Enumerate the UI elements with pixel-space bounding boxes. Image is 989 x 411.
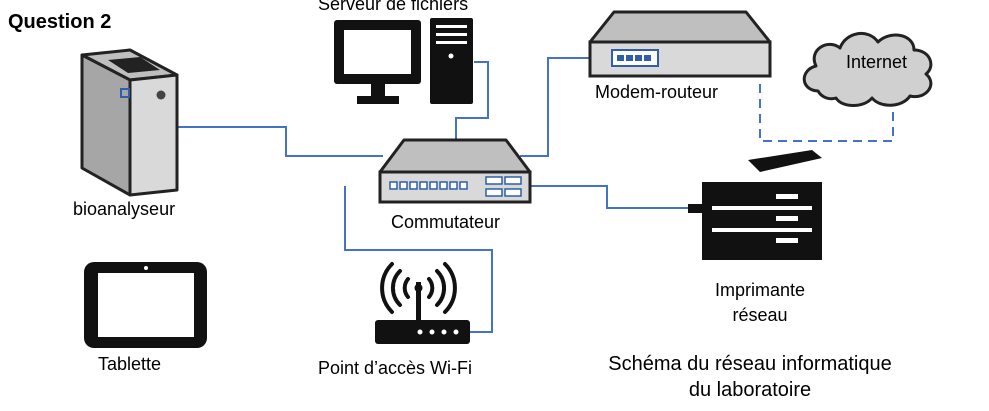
link-bioanalyzer-switch bbox=[175, 126, 383, 157]
switch-icon bbox=[378, 138, 532, 204]
link-server-switch bbox=[455, 61, 489, 140]
bioanalyzer-label: bioanalyseur bbox=[73, 199, 176, 219]
link-switch-router bbox=[520, 57, 592, 157]
caption-line-1: Schéma du réseau informatique bbox=[608, 353, 892, 375]
network-links bbox=[175, 57, 894, 333]
file-server-icon bbox=[334, 18, 473, 104]
link-router-internet bbox=[759, 84, 894, 142]
wifi-access-point-label: Point d’accès Wi-Fi bbox=[318, 358, 473, 378]
internet-label: Internet bbox=[846, 52, 908, 72]
printer-label-line2: réseau bbox=[732, 305, 788, 325]
switch-label: Commutateur bbox=[391, 212, 501, 232]
diagram-caption: Schéma du réseau informatique du laborat… bbox=[570, 351, 930, 403]
caption-line-2: du laboratoire bbox=[688, 379, 812, 401]
printer-label-line1: Imprimante bbox=[714, 280, 806, 300]
modem-router-label: Modem-routeur bbox=[595, 82, 719, 102]
link-switch-wifi bbox=[344, 186, 493, 333]
link-switch-printer bbox=[530, 185, 688, 209]
file-server-label: Serveur de fichiers bbox=[318, 0, 469, 14]
bioanalyzer-icon bbox=[80, 48, 179, 197]
internet-cloud-icon bbox=[802, 32, 933, 107]
tablet-label: Tablette bbox=[98, 354, 162, 374]
wifi-access-point-icon bbox=[375, 262, 470, 344]
modem-router-icon bbox=[588, 10, 772, 78]
tablet-icon bbox=[84, 262, 207, 348]
network-printer-icon bbox=[688, 150, 822, 260]
question-title: Question 2 bbox=[8, 11, 112, 33]
